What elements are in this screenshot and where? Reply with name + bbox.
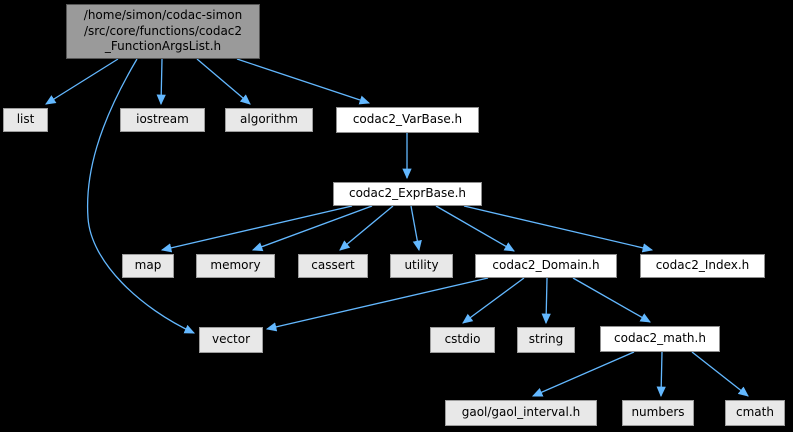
node-include-algorithm: algorithm <box>225 108 313 132</box>
edge-exprbase-to-index <box>463 205 654 253</box>
node-include-string: string <box>517 327 575 353</box>
node-codac2-exprbase-h[interactable]: codac2_ExprBase.h <box>333 182 482 206</box>
node-include-numbers: numbers <box>622 400 694 426</box>
node-codac2-index-h[interactable]: codac2_Index.h <box>640 254 765 278</box>
edge-exprbase-to-domain <box>435 205 515 252</box>
edge-domain-to-cstdio <box>462 277 525 324</box>
edge-exprbase-to-map <box>160 205 353 253</box>
node-include-map: map <box>122 254 174 278</box>
node-include-vector: vector <box>199 327 263 353</box>
node-codac2-math-h[interactable]: codac2_math.h <box>600 326 720 352</box>
edge-domain-to-vector <box>265 277 489 332</box>
edge-main-to-iostream <box>156 58 166 106</box>
edge-main-to-varbase <box>236 58 371 105</box>
node-include-cstdio: cstdio <box>430 327 495 353</box>
edge-main-to-vector <box>86 58 196 334</box>
edge-main-to-list <box>45 58 119 105</box>
node-include-iostream: iostream <box>120 108 205 132</box>
edge-exprbase-to-cassert <box>339 205 394 251</box>
edge-domain-to-math <box>572 277 651 323</box>
edge-math-to-numbers <box>656 351 666 398</box>
node-codac2-varbase-h[interactable]: codac2_VarBase.h <box>336 107 479 133</box>
node-include-memory: memory <box>196 254 275 278</box>
edge-math-to-gaol <box>531 351 635 397</box>
node-include-gaol-interval: gaol/gaol_interval.h <box>445 400 597 426</box>
edge-exprbase-to-utility <box>410 205 422 252</box>
edge-exprbase-to-memory <box>251 205 373 252</box>
node-include-cassert: cassert <box>298 254 368 278</box>
node-include-cmath: cmath <box>725 400 785 426</box>
node-current-file: /home/simon/codac-simon /src/core/functi… <box>66 4 260 59</box>
node-include-utility: utility <box>390 254 453 278</box>
node-include-list: list <box>3 108 48 132</box>
edge-math-to-cmath <box>691 351 749 397</box>
edge-main-to-algorithm <box>196 58 251 105</box>
edge-domain-to-string <box>541 277 551 325</box>
node-codac2-domain-h[interactable]: codac2_Domain.h <box>475 254 617 278</box>
